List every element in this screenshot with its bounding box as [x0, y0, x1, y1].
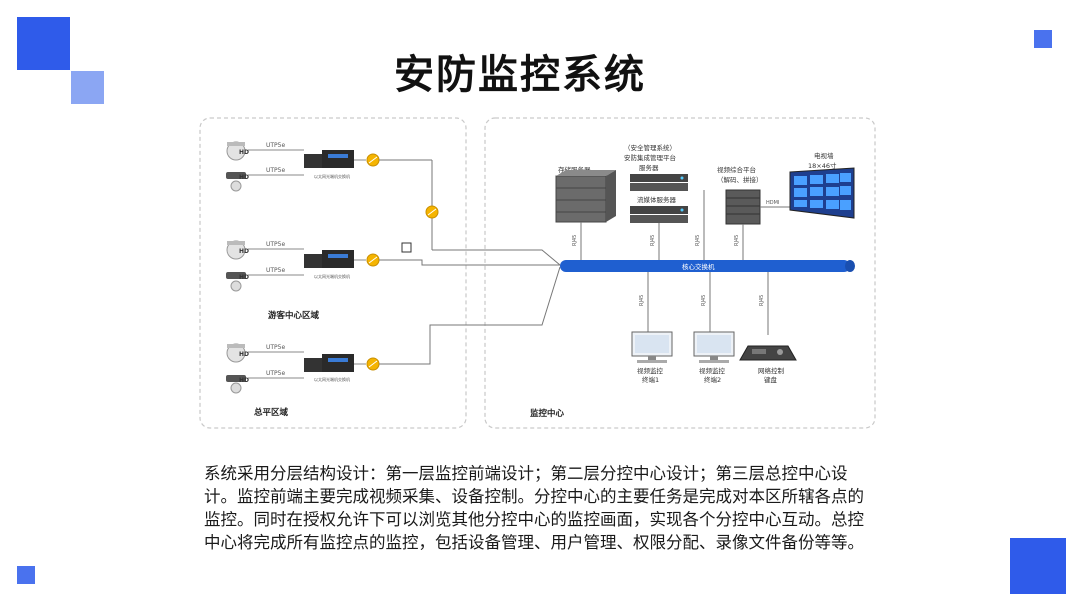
optical-converter-icon [425, 205, 439, 219]
fiber-switch-icon [304, 250, 354, 268]
diagram-label: UTP5e [266, 241, 285, 248]
center-zone-box [484, 117, 876, 429]
description-paragraph: 系统采用分层结构设计：第一层监控前端设计；第二层分控中心设计；第三层总控中心设计… [204, 464, 864, 552]
diagram-label: 以太网光端机交换机 [314, 173, 350, 179]
diagram-label: HD [239, 377, 249, 384]
diagram-label: 以太网光端机交换机 [314, 376, 350, 382]
video-platform-icon [725, 189, 761, 225]
fiber-switch-icon [304, 354, 354, 372]
tv-wall-icon [789, 167, 855, 219]
diagram-label: （安全管理系统） [624, 143, 676, 152]
diagram-label: 核心交换机 [682, 262, 715, 271]
network-diagram: HD HD UTP5e UTP5e 以太网光端机交换机 HD HD UTP5e … [199, 117, 876, 429]
diagram-label: 以太网光端机交换机 [314, 273, 350, 279]
media-server-icon [630, 206, 688, 223]
diagram-label: 键盘 [764, 375, 778, 384]
diagram-label: RJ45 [734, 235, 740, 246]
diagram-label: HDMI [766, 200, 779, 206]
bullet-camera-icon [226, 375, 246, 394]
diagram-label: RJ45 [572, 235, 578, 246]
diagram-label: 终端2 [704, 375, 721, 384]
deco-square-bottom-right [1010, 538, 1066, 594]
bullet-camera-icon [226, 172, 246, 192]
left-zone-box [199, 117, 467, 429]
storage-server-icon [555, 170, 616, 223]
diagram-label: RJ45 [650, 235, 656, 246]
diagram-label: 监控中心 [530, 408, 565, 419]
diagram-label: （解码、拼接） [717, 175, 763, 184]
diagram-label: 视频监控 [637, 366, 664, 375]
dome-camera-icon [226, 141, 246, 161]
diagram-label: UTP5e [266, 267, 285, 274]
diagram-label: RJ45 [695, 235, 701, 246]
management-server-icon [630, 174, 688, 191]
diagram-label: HD [239, 248, 249, 255]
diagram-label: 视频监控 [699, 366, 726, 375]
camera-group-2: HD HD UTP5e UTP5e 以太网光端机交换机 [226, 240, 380, 292]
diagram-label: 18×46寸 [808, 161, 837, 170]
diagram-label: 网络控制 [758, 366, 785, 375]
deco-square-bottom-left [17, 566, 35, 584]
diagram-label: 流媒体服务器 [637, 195, 677, 204]
page-title: 安防监控系统 [394, 52, 646, 98]
diagram-label: HD [239, 149, 249, 156]
deco-square-top-left-large [17, 17, 70, 70]
optical-converter-icon [366, 153, 380, 167]
diagram-label: 视频综合平台 [717, 165, 756, 174]
optical-converter-icon [366, 357, 380, 371]
network-keyboard-icon [739, 345, 797, 361]
diagram-label: RJ45 [701, 295, 707, 306]
diagram-label: UTP5e [266, 370, 285, 377]
deco-square-top-left-small [71, 71, 104, 104]
dome-camera-icon [226, 343, 246, 363]
diagram-label: HD [239, 351, 249, 358]
bullet-camera-icon [226, 272, 246, 292]
camera-group-3: HD HD UTP5e UTP5e 以太网光端机交换机 [226, 343, 380, 394]
diagram-label: 电视墙 [814, 151, 834, 160]
diagram-label: UTP5e [266, 344, 285, 351]
core-switch-bar: 核心交换机 [560, 260, 855, 272]
deco-square-top-right [1034, 30, 1052, 48]
diagram-label: 游客中心区域 [268, 310, 320, 321]
monitor-terminal-icon [631, 331, 673, 363]
fiber-switch-icon [304, 150, 354, 168]
optical-converter-icon [366, 253, 380, 267]
diagram-label: 存储服务器 [558, 165, 591, 174]
diagram-label: UTP5e [266, 167, 285, 174]
camera-group-1: HD HD UTP5e UTP5e 以太网光端机交换机 [226, 141, 380, 192]
diagram-label: 安防集成管理平台 [624, 153, 676, 162]
diagram-label: RJ45 [639, 295, 645, 306]
diagram-label: RJ45 [759, 295, 765, 306]
dome-camera-icon [226, 240, 246, 260]
diagram-label: HD [239, 274, 249, 281]
monitor-terminal-icon [693, 331, 735, 363]
diagram-label: HD [239, 174, 249, 181]
placeholder-box [401, 242, 412, 253]
diagram-label: 服务器 [639, 163, 659, 172]
diagram-label: 终端1 [642, 375, 659, 384]
diagram-label: 总平区域 [254, 407, 289, 418]
diagram-label: UTP5e [266, 142, 285, 149]
